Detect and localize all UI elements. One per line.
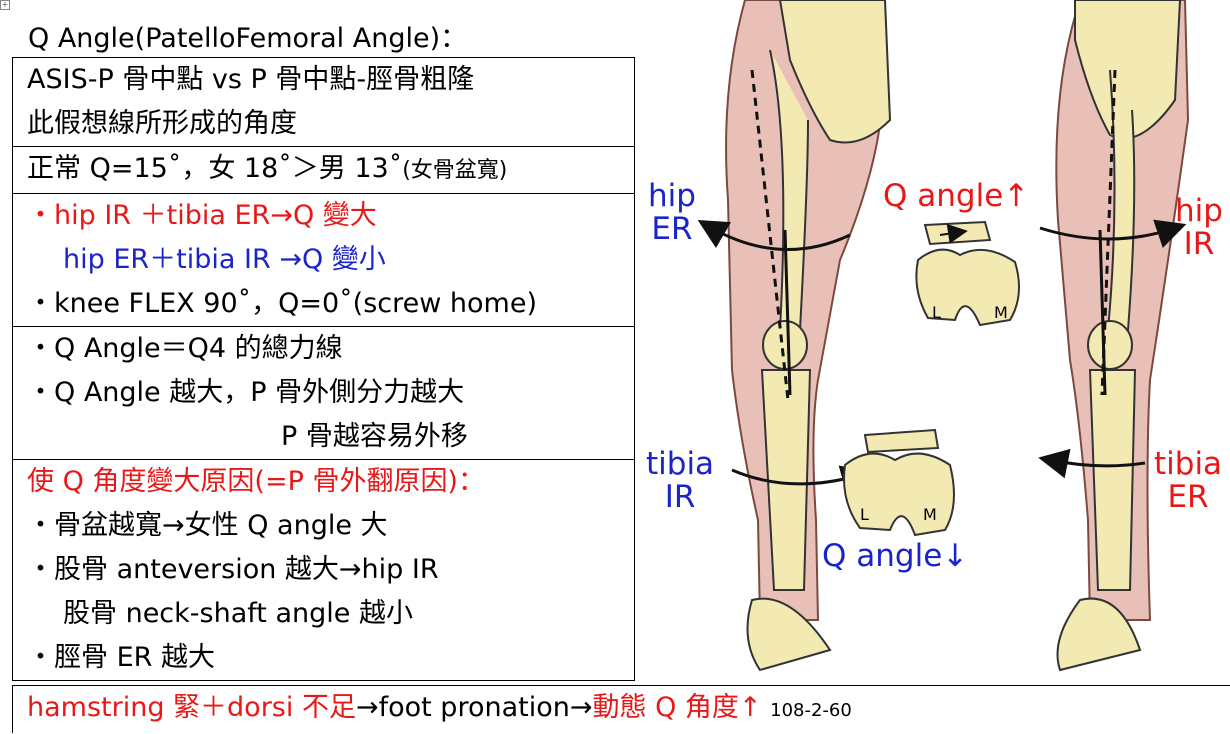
cause-item-anteversion: ・股骨 anteversion 越大→hip IR: [27, 554, 439, 585]
cause-item-pelvis: ・骨盆越寬→女性 Q angle 大: [27, 510, 388, 541]
table-row-definition: ASIS-P 骨中點 vs P 骨中點-脛骨粗隆 此假想線所形成的角度: [13, 58, 634, 147]
right-leg-drawing: [1038, 0, 1190, 672]
force-line-1: ・Q Angle＝Q4 的總力線: [27, 333, 343, 364]
patellofemoral-top-section: [915, 220, 1020, 327]
notes-table: ASIS-P 骨中點 vs P 骨中點-脛骨粗隆 此假想線所形成的角度 正常 Q…: [12, 57, 635, 681]
table-row-force-line: ・Q Angle＝Q4 的總力線 ・Q Angle 越大，P 骨外側分力越大 P…: [13, 327, 634, 460]
rotation-decrease-line: hip ER＋tibia IR →Q 變小: [63, 244, 386, 275]
bottom-cause-text: hamstring 緊＋dorsi 不足: [27, 692, 356, 723]
page-title: Q Angle(PatelloFemoral Angle)：: [28, 23, 468, 54]
definition-line-2: 此假想線所形成的角度: [27, 108, 297, 139]
label-q-angle-down: Q angle↓: [822, 538, 969, 574]
cause-item-neck-shaft: 股骨 neck-shaft angle 越小: [63, 598, 413, 629]
bottom-pronation-text: →foot pronation→: [355, 692, 593, 723]
bottom-result-text: 動態 Q 角度↑: [592, 692, 762, 723]
legs-illustration: [697, 0, 1190, 672]
force-line-3: P 骨越容易外移: [281, 421, 468, 452]
knee-flex-line: ・knee FLEX 90˚，Q=0˚(screw home): [27, 288, 537, 319]
table-row-causes: 使 Q 角度變大原因(=P 骨外翻原因)： ・骨盆越寬→女性 Q angle 大…: [13, 460, 634, 680]
normal-values-text: 正常 Q=15˚，女 18˚＞男 13˚: [27, 153, 403, 184]
table-move-handle-icon[interactable]: +: [0, 0, 10, 10]
table-row-normal: 正常 Q=15˚，女 18˚＞男 13˚(女骨盆寬): [13, 147, 634, 194]
table-row-rotation: ・hip IR ＋tibia ER→Q 變大 hip ER＋tibia IR →…: [13, 194, 634, 327]
label-condyle-l-bottom: L: [860, 505, 869, 524]
left-leg-drawing: [697, 0, 892, 672]
definition-line-1: ASIS-P 骨中點 vs P 骨中點-脛骨粗隆: [27, 64, 475, 95]
cause-item-tibia-er: ・脛骨 ER 越大: [27, 642, 215, 673]
patellofemoral-bottom-section: [843, 428, 955, 537]
label-condyle-m-bottom: M: [923, 505, 937, 524]
bottom-summary-row: hamstring 緊＋dorsi 不足→foot pronation→動態 Q…: [12, 685, 1230, 733]
force-line-2: ・Q Angle 越大，P 骨外側分力越大: [27, 377, 465, 408]
normal-values-note: (女骨盆寬): [402, 158, 508, 183]
causes-heading: 使 Q 角度變大原因(=P 骨外翻原因)：: [27, 466, 485, 497]
rotation-increase-line: ・hip IR ＋tibia ER→Q 變大: [27, 200, 377, 231]
label-q-angle-up: Q angle↑: [883, 178, 1030, 214]
reference-code: 108-2-60: [770, 700, 852, 721]
label-condyle-l-top: L: [932, 303, 941, 322]
label-condyle-m-top: M: [994, 303, 1008, 322]
normal-values-line: 正常 Q=15˚，女 18˚＞男 13˚(女骨盆寬): [27, 147, 634, 193]
